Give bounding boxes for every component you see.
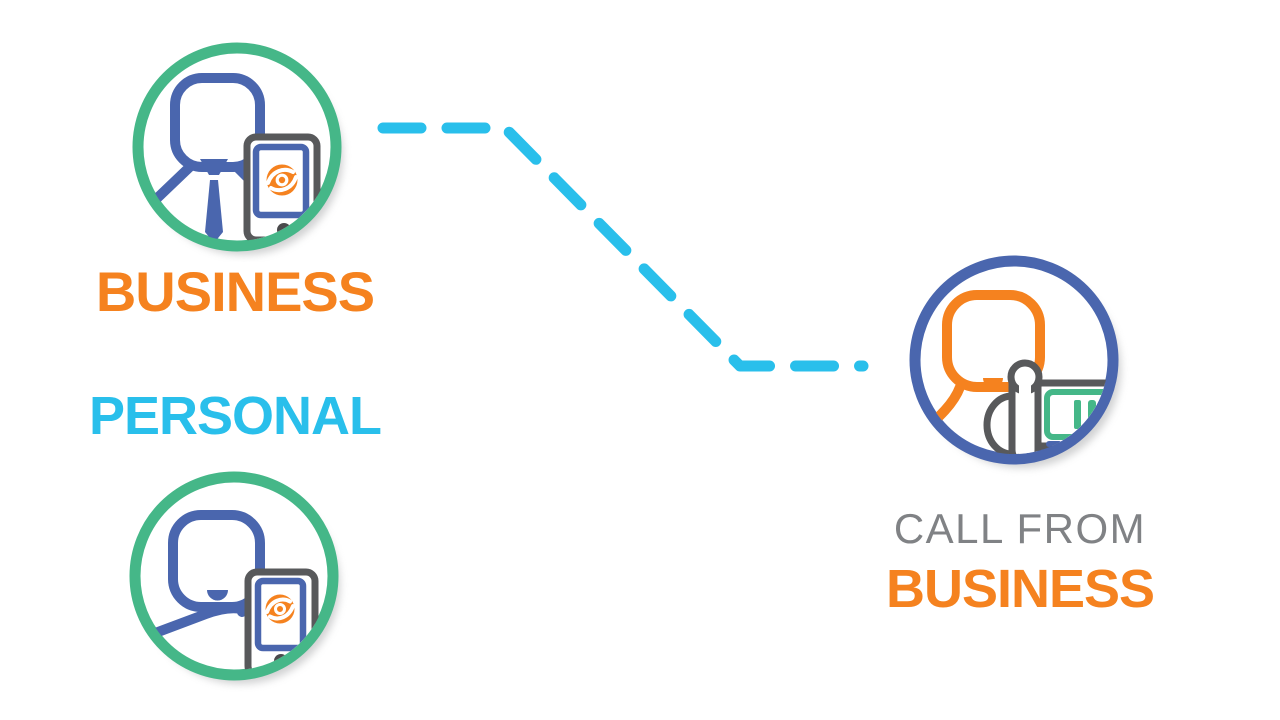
handset-icon	[1007, 359, 1043, 454]
receptionist-avatar-icon	[909, 255, 1121, 468]
dashed-call-route-connector	[377, 122, 869, 372]
swirl-logo-icon	[266, 164, 298, 196]
screen-text-I	[1074, 400, 1081, 429]
business-avatar-icon	[132, 42, 343, 255]
smartphone-icon	[243, 133, 321, 241]
mouth	[983, 378, 1003, 388]
dashed-line	[377, 122, 869, 372]
call-from-business-label: BUSINESS	[885, 559, 1155, 619]
left-shoulder-lapel	[143, 156, 201, 231]
personal-label: PERSONAL	[88, 386, 382, 446]
tie-body	[205, 180, 223, 241]
swirl-logo-icon	[265, 594, 295, 624]
person-head	[168, 510, 265, 612]
tie-knot	[200, 159, 228, 175]
person-with-smartphone-icon	[140, 510, 319, 670]
personal-avatar-icon	[129, 471, 340, 684]
business-label: BUSINESS	[95, 260, 375, 323]
mouth	[207, 590, 228, 601]
businessman-with-smartphone-icon	[143, 73, 321, 241]
call-from-label: CALL FROM	[893, 505, 1147, 552]
